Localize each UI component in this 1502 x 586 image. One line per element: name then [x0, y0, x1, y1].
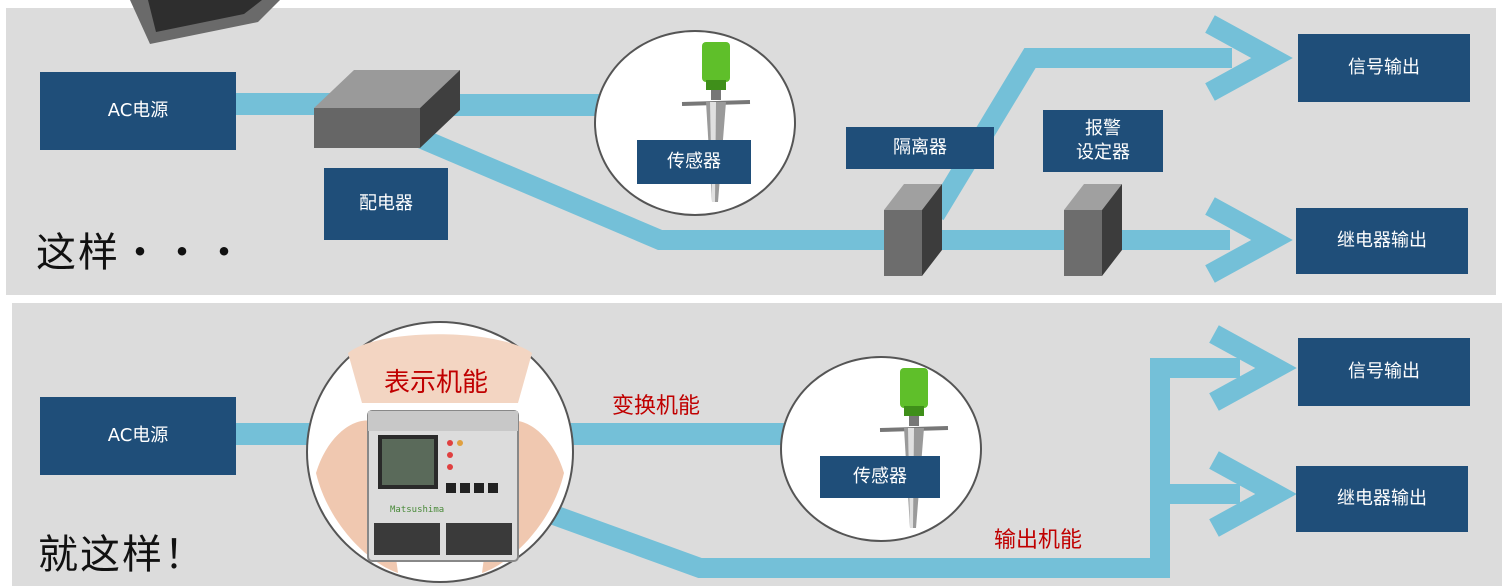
bottom-relay-output-box: 继电器输出: [1296, 466, 1468, 532]
radar-sensor-icon: [879, 368, 949, 528]
distributor-device: [314, 70, 460, 148]
bottom-sensor-circle: [780, 356, 982, 542]
top-ac-power-box: AC电源: [40, 72, 236, 150]
bottom-flow-lines: [236, 325, 1297, 578]
top-relay-output-box: 继电器输出: [1296, 208, 1468, 274]
radar-sensor-icon: [681, 42, 751, 202]
top-sensor-label: 传感器: [637, 140, 751, 184]
isolator-box: 隔离器: [846, 127, 994, 169]
display-device-circle: Matsushima: [306, 321, 574, 583]
top-sensor-circle: [594, 30, 796, 216]
device-brand-label: Matsushima: [390, 505, 445, 515]
top-caption: 这样・・・: [36, 230, 246, 276]
alarm-setter-device: [1064, 184, 1122, 276]
bottom-ac-power-box: AC电源: [40, 397, 236, 475]
bottom-signal-output-box: 信号输出: [1298, 338, 1470, 406]
alarm-setter-box: 报警 设定器: [1043, 110, 1163, 172]
display-function-label: 表示机能: [384, 368, 489, 398]
conversion-function-label: 变换机能: [612, 394, 701, 419]
isolator-device: [884, 184, 942, 276]
output-function-label: 输出机能: [994, 528, 1083, 553]
top-signal-output-box: 信号输出: [1298, 34, 1470, 102]
distributor-box: 配电器: [324, 168, 448, 240]
corner-device-image: [130, 0, 280, 44]
bottom-caption: 就这样！: [38, 532, 206, 578]
bottom-sensor-label: 传感器: [820, 456, 940, 498]
hands-holding-device-image: [316, 334, 564, 573]
